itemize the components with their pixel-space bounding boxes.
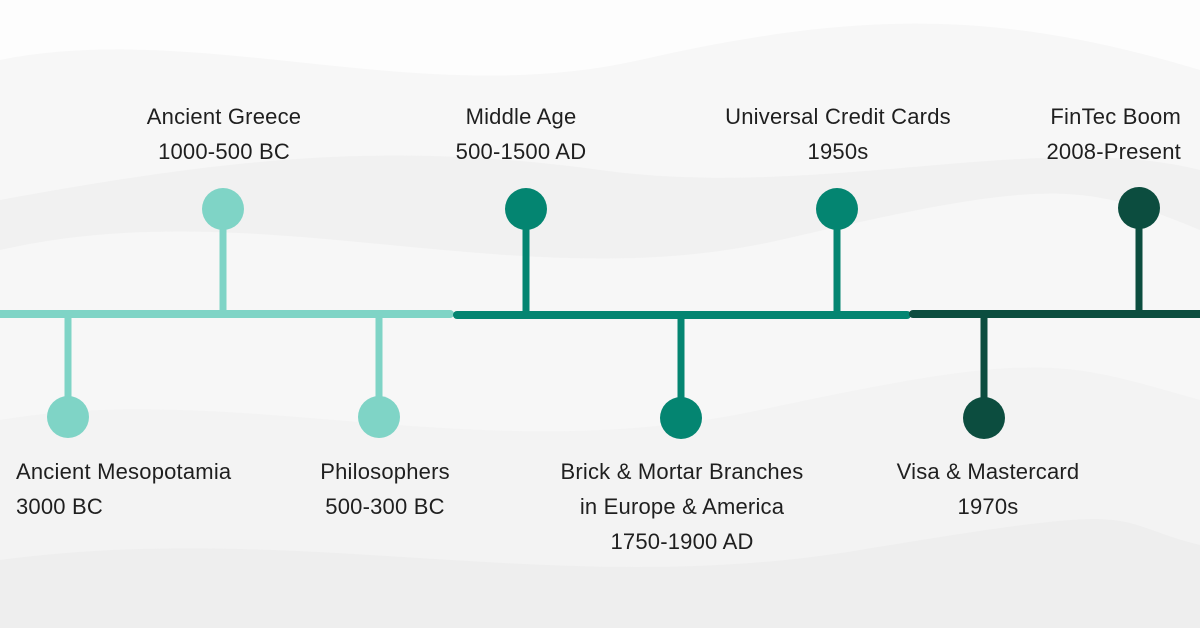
event-label-visa-mastercard: Visa & Mastercard 1970s: [897, 454, 1080, 524]
event-label-ancient-greece: Ancient Greece 1000-500 BC: [147, 99, 301, 169]
event-period: 3000 BC: [16, 494, 104, 519]
marker-ancient-greece: [202, 188, 244, 314]
event-title-line-1: Brick & Mortar Branches: [560, 459, 804, 484]
marker-visa-mastercard: [963, 314, 1005, 439]
event-label-universal-credit-cards: Universal Credit Cards 1950s: [725, 99, 951, 169]
event-label-fintec-boom: FinTec Boom 2008-Present: [1047, 99, 1182, 169]
marker-philosophers: [358, 314, 400, 438]
event-period: 1950s: [807, 139, 869, 164]
event-title: FinTec Boom: [1050, 104, 1181, 129]
event-label-middle-age: Middle Age 500-1500 AD: [456, 99, 587, 169]
marker-middle-age: [505, 188, 547, 315]
event-period: 1750-1900 AD: [610, 529, 754, 554]
marker-brick-mortar: [660, 315, 702, 439]
event-title: Middle Age: [465, 104, 577, 129]
marker-ancient-mesopotamia: [47, 314, 89, 438]
event-period: 500-300 BC: [325, 494, 445, 519]
event-period: 1970s: [957, 494, 1019, 519]
event-title: Philosophers: [320, 459, 450, 484]
event-period: 500-1500 AD: [455, 139, 587, 164]
event-label-brick-mortar: Brick & Mortar Branches in Europe & Amer…: [560, 454, 803, 559]
event-title: Ancient Mesopotamia: [16, 459, 232, 484]
event-title: Visa & Mastercard: [896, 459, 1080, 484]
event-title: Universal Credit Cards: [725, 104, 951, 129]
event-label-ancient-mesopotamia: Ancient Mesopotamia 3000 BC: [16, 454, 231, 524]
event-title: Ancient Greece: [146, 104, 302, 129]
event-title-line-2: in Europe & America: [579, 494, 785, 519]
event-period: 1000-500 BC: [158, 139, 290, 164]
event-period: 2008-Present: [1046, 139, 1181, 164]
marker-fintec-boom: [1118, 187, 1160, 314]
event-label-philosophers: Philosophers 500-300 BC: [320, 454, 450, 524]
marker-universal-credit-cards: [816, 188, 858, 315]
